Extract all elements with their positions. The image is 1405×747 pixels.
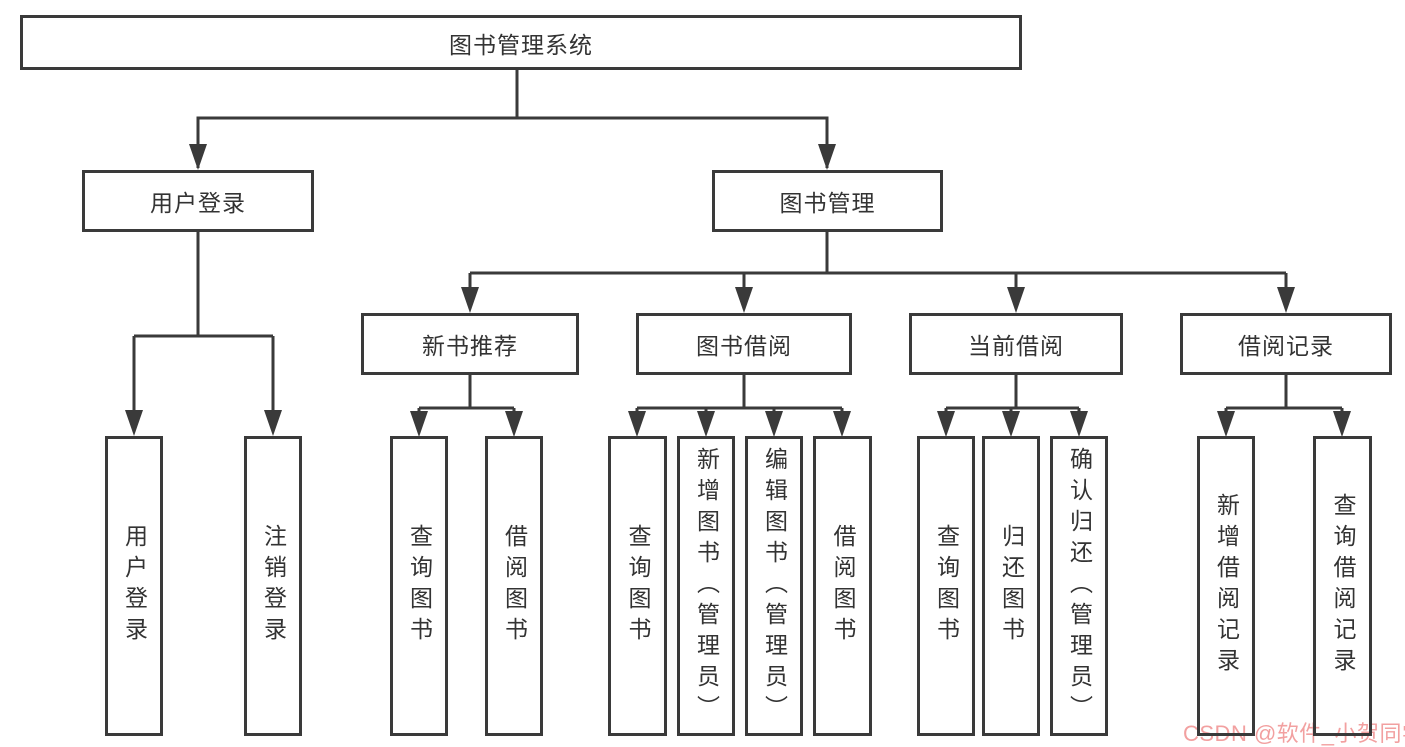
leaf-edit-book-admin: 编辑图书（管理员） [745,436,803,736]
node-book-management: 图书管理 [712,170,943,232]
node-book-borrowing: 图书借阅 [636,313,852,375]
leaf-borrow-book: 借阅图书 [813,436,872,736]
leaf-borrowing-query-book: 查询图书 [608,436,667,736]
leaf-query-borrow-record: 查询借阅记录 [1313,436,1372,736]
arrowheads [125,144,1351,437]
leaf-current-query-book: 查询图书 [917,436,975,736]
leaf-recommend-query-book: 查询图书 [390,436,448,736]
leaf-logout: 注销登录 [244,436,302,736]
node-new-book-recommend: 新书推荐 [361,313,579,375]
leaf-recommend-borrow-book: 借阅图书 [485,436,543,736]
node-current-borrowing: 当前借阅 [909,313,1123,375]
leaf-add-book-admin: 新增图书（管理员） [677,436,735,736]
leaf-confirm-return-admin: 确认归还（管理员） [1050,436,1108,736]
leaf-user-login: 用户登录 [105,436,163,736]
node-borrowing-records: 借阅记录 [1180,313,1392,375]
leaf-add-borrow-record: 新增借阅记录 [1197,436,1255,736]
leaf-return-book: 归还图书 [982,436,1040,736]
node-root-library-system: 图书管理系统 [20,15,1022,70]
node-user-login: 用户登录 [82,170,314,232]
